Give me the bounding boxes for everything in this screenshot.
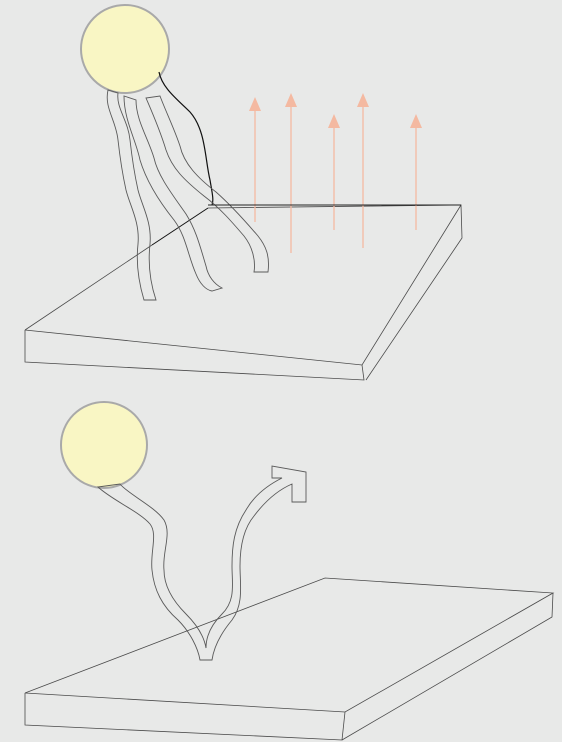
bottom-sun [61, 402, 147, 488]
top-sun [81, 5, 169, 93]
